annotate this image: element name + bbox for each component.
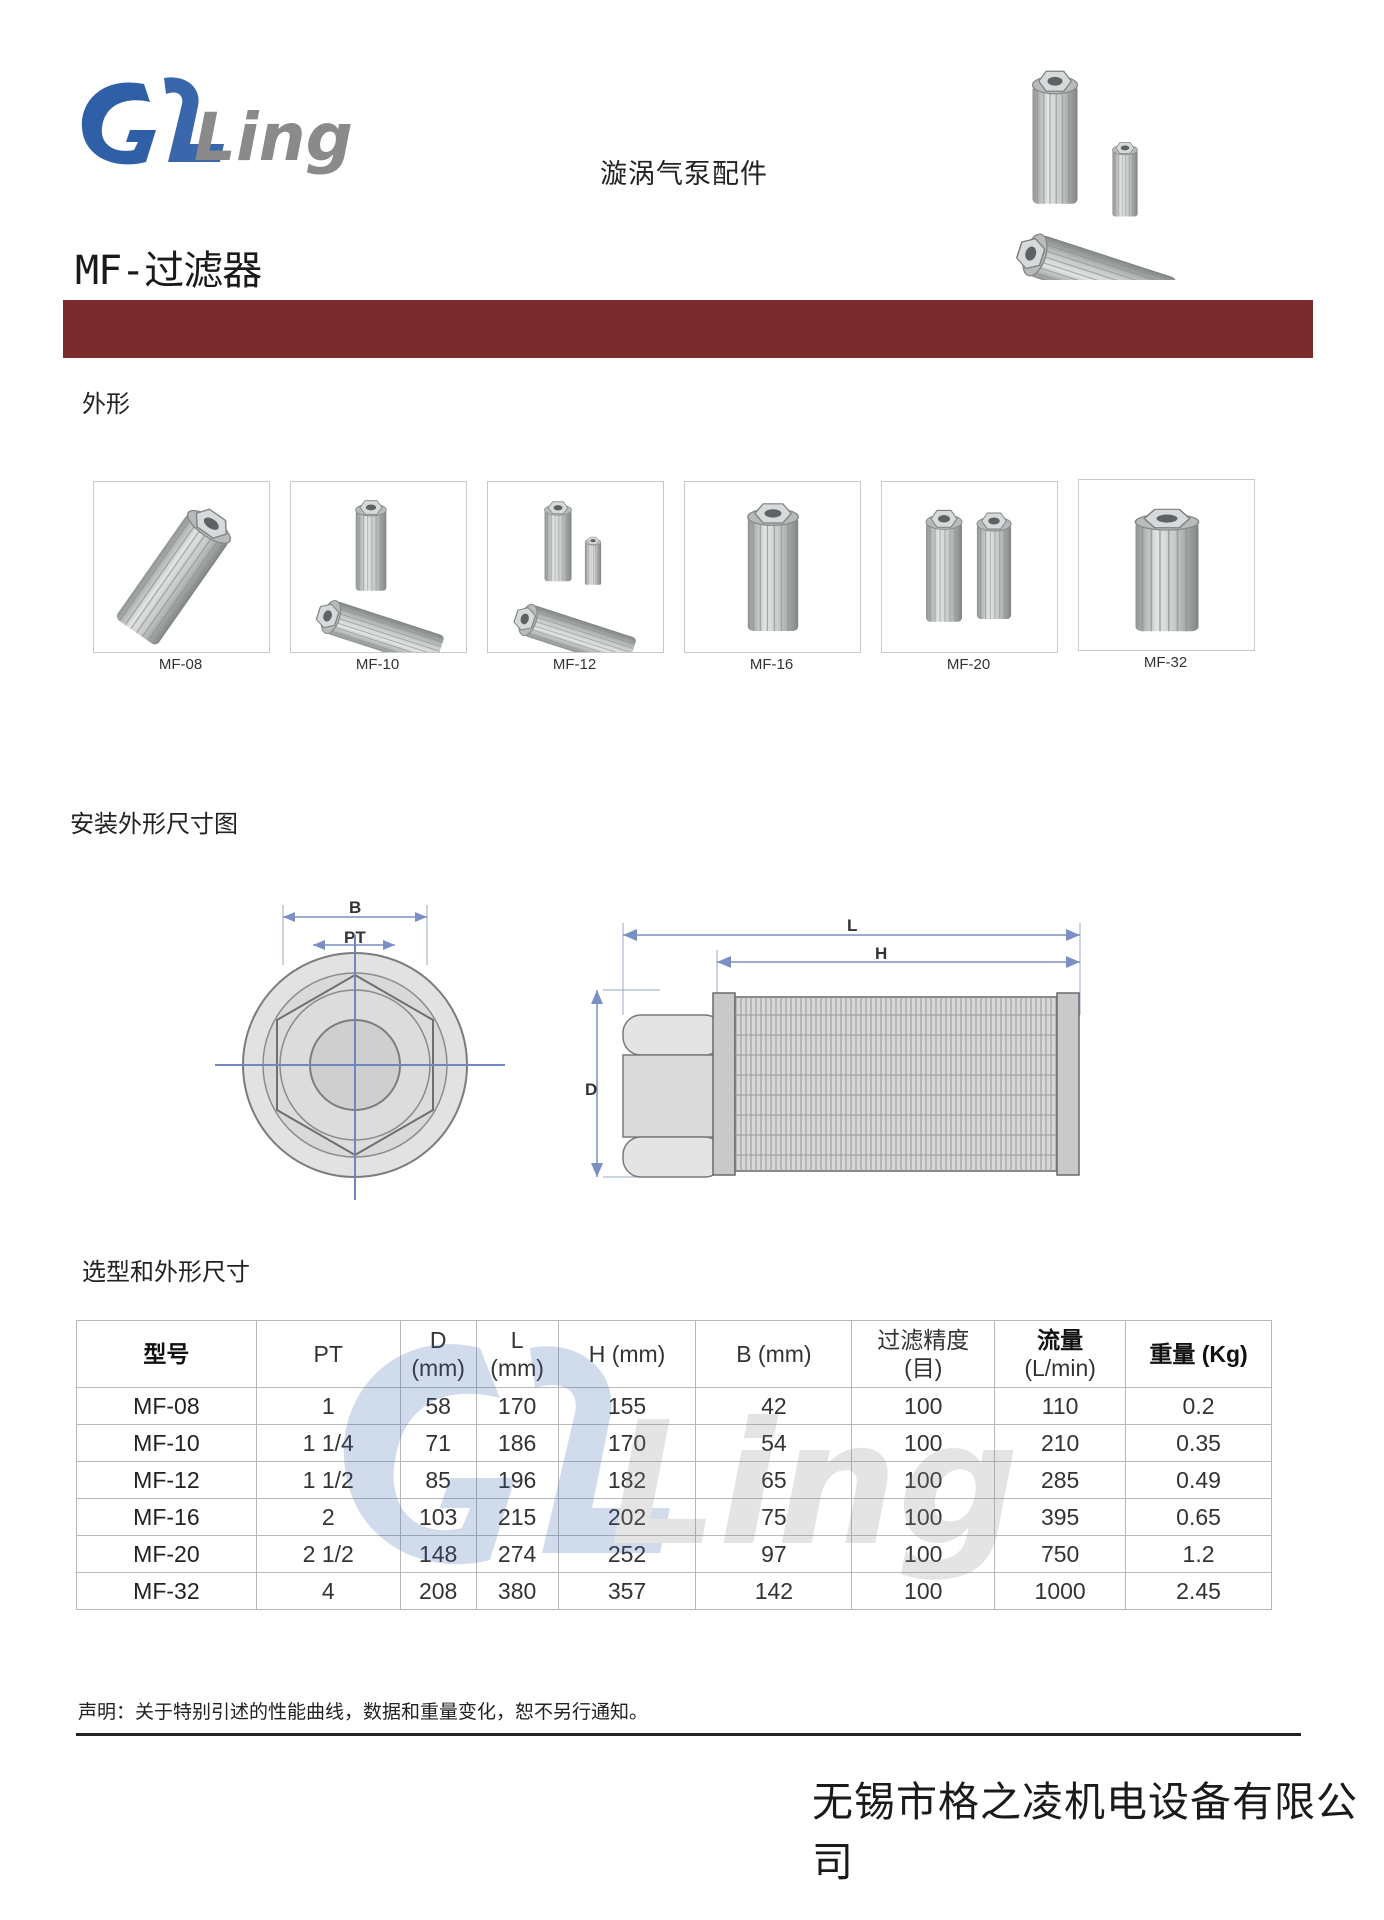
table-cell: 208 [399, 1572, 477, 1610]
thumbnail-caption: MF-08 [158, 656, 203, 673]
thumbnail-caption: MF-10 [355, 656, 400, 673]
front-view-diagram: B PT [205, 885, 525, 1205]
header-cell: L(mm) [475, 1320, 559, 1388]
table-cell: 97 [695, 1535, 853, 1573]
model-cell: MF-16 [76, 1498, 257, 1536]
thumbnail-caption: MF-12 [552, 656, 597, 673]
qling-logo-icon: Ling [81, 77, 353, 176]
table-cell: 100 [851, 1572, 996, 1610]
table-cell: 186 [475, 1424, 559, 1462]
table-row: MF-162103215202751003950.65 [76, 1498, 1272, 1536]
table-cell: 202 [557, 1498, 697, 1536]
label-b: B [349, 898, 361, 917]
table-cell: 0.49 [1125, 1461, 1272, 1499]
watermark-text: Ling [610, 1386, 1019, 1584]
thumbnail-mf-32 [1078, 479, 1255, 651]
table-cell: 100 [851, 1387, 996, 1425]
brand-logo: Ling [74, 70, 374, 180]
table-cell: 750 [994, 1535, 1127, 1573]
table-cell: 1000 [994, 1572, 1127, 1610]
table-cell: 395 [994, 1498, 1127, 1536]
model-cell: MF-10 [76, 1424, 257, 1462]
table-cell: 252 [557, 1535, 697, 1573]
table-cell: 142 [695, 1572, 853, 1610]
model-cell: MF-20 [76, 1535, 257, 1573]
spec-table: 型号 PT D(mm) L(mm) H (mm) B (mm) 过滤精度(目) … [76, 1320, 1272, 1610]
model-cell: MF-08 [76, 1387, 257, 1425]
table-cell: 85 [399, 1461, 477, 1499]
model-cell: MF-12 [76, 1461, 257, 1499]
header-subtitle: 漩涡气泵配件 [600, 159, 768, 190]
thumbnail-mf-12 [487, 481, 664, 670]
model-cell: MF-32 [76, 1572, 257, 1610]
table-cell: 285 [994, 1461, 1127, 1499]
thumbnail-mf-10 [290, 481, 467, 670]
thumbnail-mf-08 [93, 481, 270, 653]
table-cell: 357 [557, 1572, 697, 1610]
table-cell: 1 1/4 [255, 1424, 401, 1462]
footer-divider [76, 1733, 1301, 1736]
table-cell: 182 [557, 1461, 697, 1499]
header-cell: PT [255, 1320, 401, 1388]
thumbnail-mf-20 [881, 481, 1058, 653]
logo-text: Ling [194, 99, 353, 176]
table-row: MF-202 1/2148274252971007501.2 [76, 1535, 1272, 1573]
table-cell: 100 [851, 1498, 996, 1536]
table-cell: 65 [695, 1461, 853, 1499]
thumbnail-caption: MF-20 [946, 656, 991, 673]
header-cell: B (mm) [695, 1320, 853, 1388]
watermark-logo: Ling [330, 1328, 1050, 1588]
label-d: D [585, 1080, 597, 1099]
table-cell: 54 [695, 1424, 853, 1462]
table-cell: 0.65 [1125, 1498, 1272, 1536]
section-appearance: 外形 [82, 390, 130, 418]
page-title: MF-过滤器 [75, 248, 262, 294]
header-cell: 型号 [76, 1320, 257, 1388]
table-cell: 215 [475, 1498, 559, 1536]
table-cell: 170 [557, 1424, 697, 1462]
table-cell: 1.2 [1125, 1535, 1272, 1573]
section-selection: 选型和外形尺寸 [82, 1258, 250, 1286]
header-cell: 流量(L/min) [994, 1320, 1127, 1388]
thumbnail-caption: MF-16 [749, 656, 794, 673]
thumbnail-caption: MF-32 [1143, 654, 1188, 671]
table-cell: 380 [475, 1572, 559, 1610]
header-cell: D(mm) [399, 1320, 477, 1388]
table-cell: 210 [994, 1424, 1127, 1462]
label-h: H [875, 944, 887, 963]
header-cell: 重量 (Kg) [1125, 1320, 1272, 1388]
side-view-diagram: L H D [585, 905, 1090, 1205]
label-l: L [847, 916, 857, 935]
table-cell: 71 [399, 1424, 477, 1462]
table-cell: 2 [255, 1498, 401, 1536]
header-cell: 过滤精度(目) [851, 1320, 996, 1388]
disclaimer-note: 声明：关于特别引述的性能曲线，数据和重量变化，恕不另行通知。 [78, 1701, 649, 1723]
table-cell: 2.45 [1125, 1572, 1272, 1610]
table-cell: 148 [399, 1535, 477, 1573]
section-install: 安装外形尺寸图 [70, 810, 238, 838]
title-bar [63, 300, 1313, 358]
table-cell: 2 1/2 [255, 1535, 401, 1573]
table-cell: 110 [994, 1387, 1127, 1425]
thumbnail-mf-16 [684, 481, 861, 653]
company-name: 无锡市格之凌机电设备有限公司 [812, 1778, 1358, 1886]
table-cell: 1 [255, 1387, 401, 1425]
table-cell: 155 [557, 1387, 697, 1425]
table-cell: 274 [475, 1535, 559, 1573]
table-cell: 0.35 [1125, 1424, 1272, 1462]
table-cell: 1 1/2 [255, 1461, 401, 1499]
table-cell: 0.2 [1125, 1387, 1272, 1425]
table-cell: 58 [399, 1387, 477, 1425]
table-cell: 100 [851, 1461, 996, 1499]
hero-product-image [995, 55, 1215, 321]
